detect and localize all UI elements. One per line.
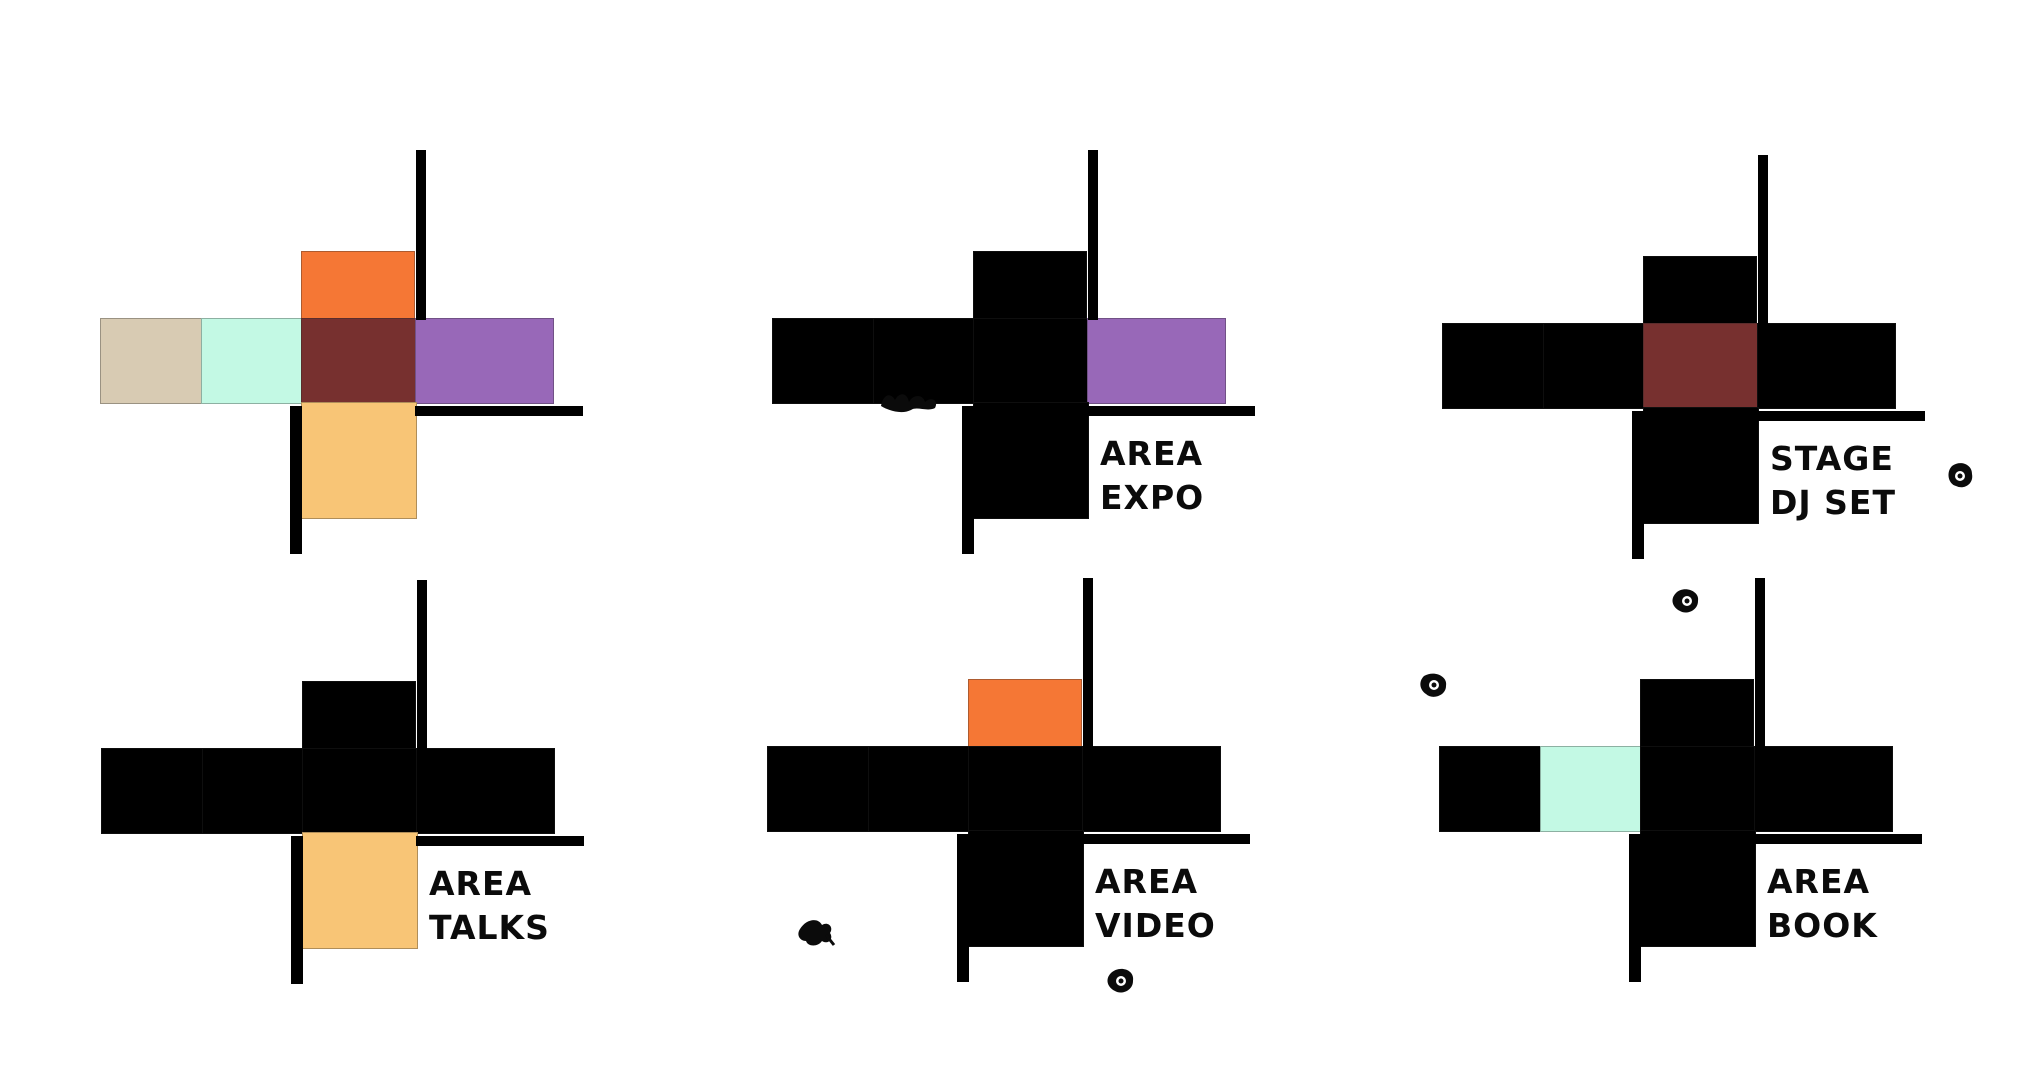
block-center xyxy=(968,746,1084,832)
area-label-line: AREA xyxy=(1095,862,1199,901)
diagram-expo: AREA EXPO xyxy=(772,150,1332,570)
diagram-talks: AREA TALKS xyxy=(101,580,661,1000)
block-far-left xyxy=(767,746,870,832)
block-center xyxy=(301,318,417,404)
area-label: AREA TALKS xyxy=(429,862,550,950)
block-right xyxy=(1754,746,1893,832)
vertical-bar-top xyxy=(1083,578,1093,748)
block-far-left xyxy=(101,748,204,834)
area-label-line: AREA xyxy=(1100,434,1204,473)
area-label-line: VIDEO xyxy=(1095,906,1216,945)
diagram-dj-set: STAGE DJ SET xyxy=(1442,155,2002,575)
block-bottom xyxy=(968,830,1084,947)
block-center xyxy=(1643,323,1759,409)
vertical-bar-bottom xyxy=(290,406,302,554)
area-label-line: EXPO xyxy=(1100,478,1205,517)
block-left xyxy=(202,748,304,834)
vertical-bar-top xyxy=(1088,150,1098,320)
vertical-bar-bottom xyxy=(1629,834,1641,982)
vertical-bar-top xyxy=(1755,578,1765,748)
block-left xyxy=(873,318,975,404)
vertical-bar-top xyxy=(417,580,427,750)
block-right xyxy=(1082,746,1221,832)
area-label-line: TALKS xyxy=(429,908,550,947)
area-label: STAGE DJ SET xyxy=(1770,437,1896,525)
area-label: AREA VIDEO xyxy=(1095,860,1216,948)
horizontal-bar-right xyxy=(415,406,583,416)
block-center xyxy=(302,748,418,834)
ink-splat-icon xyxy=(798,920,836,946)
block-right xyxy=(1087,318,1226,404)
block-far-left xyxy=(100,318,203,404)
block-left xyxy=(868,746,970,832)
block-top xyxy=(973,251,1087,320)
block-top xyxy=(968,679,1082,748)
area-label: AREA EXPO xyxy=(1100,432,1204,520)
block-far-left xyxy=(772,318,875,404)
block-far-left xyxy=(1439,746,1542,832)
block-bottom xyxy=(1640,830,1756,947)
block-top xyxy=(1643,256,1757,325)
horizontal-bar-right xyxy=(1087,406,1255,416)
block-top xyxy=(1640,679,1754,748)
horizontal-bar-right xyxy=(1754,834,1922,844)
diagram-book: AREA BOOK xyxy=(1439,578,1999,998)
block-bottom xyxy=(1643,407,1759,524)
vertical-bar-bottom xyxy=(962,406,974,554)
ink-splat-icon xyxy=(1420,673,1447,697)
vertical-bar-bottom xyxy=(1632,411,1644,559)
block-left xyxy=(1540,746,1642,832)
horizontal-bar-right xyxy=(1757,411,1925,421)
ink-splat-icon xyxy=(1107,968,1134,993)
vertical-bar-bottom xyxy=(291,836,303,984)
block-top xyxy=(301,251,415,320)
horizontal-bar-right xyxy=(1082,834,1250,844)
block-left xyxy=(1543,323,1645,409)
diagram-video: AREA VIDEO xyxy=(767,578,1327,998)
block-bottom xyxy=(302,832,418,949)
vertical-bar-top xyxy=(1758,155,1768,325)
block-bottom xyxy=(973,402,1089,519)
block-top xyxy=(302,681,416,750)
area-label: AREA BOOK xyxy=(1767,860,1878,948)
block-right xyxy=(416,748,555,834)
ink-splat-icon xyxy=(1948,463,1973,488)
ink-splat-icon xyxy=(1672,589,1699,613)
area-label-line: BOOK xyxy=(1767,906,1878,945)
ink-splat-icon xyxy=(881,394,937,413)
area-label-line: AREA xyxy=(1767,862,1871,901)
horizontal-bar-right xyxy=(416,836,584,846)
diagram-overview xyxy=(100,150,660,570)
vertical-bar-top xyxy=(416,150,426,320)
vertical-bar-bottom xyxy=(957,834,969,982)
block-center xyxy=(1640,746,1756,832)
area-label-line: STAGE xyxy=(1770,439,1894,478)
area-label-line: AREA xyxy=(429,864,533,903)
block-center xyxy=(973,318,1089,404)
area-label-line: DJ SET xyxy=(1770,483,1896,522)
block-right xyxy=(415,318,554,404)
block-right xyxy=(1757,323,1896,409)
block-bottom xyxy=(301,402,417,519)
block-far-left xyxy=(1442,323,1545,409)
block-left xyxy=(201,318,303,404)
